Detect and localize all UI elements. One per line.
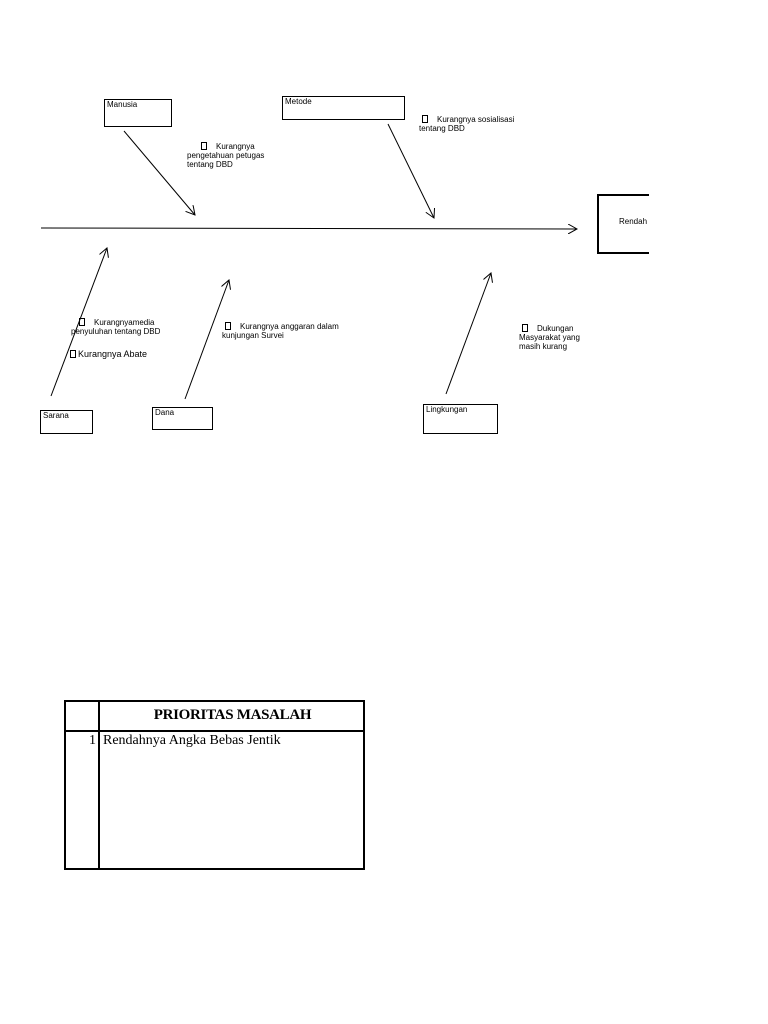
fishbone-diagram <box>40 123 768 400</box>
priority-table: PRIORITAS MASALAH 1 Rendahnya Angka Beba… <box>64 700 365 870</box>
table-title: PRIORITAS MASALAH <box>153 707 312 723</box>
bullet-icon <box>79 318 85 326</box>
cause-sarana-line-1: Kurangnyamedia <box>94 318 155 327</box>
cause-sarana-extra-text: Kurangnya Abate <box>78 349 148 359</box>
category-box-lingkungan: Lingkungan <box>423 404 498 434</box>
category-label-lingkungan: Lingkungan <box>426 405 468 414</box>
category-box-manusia: Manusia <box>104 99 172 127</box>
table-number-column <box>66 702 100 868</box>
cause-dana-line-1: Kurangnya anggaran dalam <box>240 322 339 331</box>
table-header-row <box>66 702 363 732</box>
cause-dana: Kurangnya anggaran dalam kunjungan Surve… <box>222 322 339 340</box>
bullet-icon <box>422 115 428 123</box>
branch-metode <box>387 123 434 218</box>
bullet-icon <box>522 324 528 332</box>
branch-dana <box>184 280 229 400</box>
cause-manusia-line-2: pengetahuan petugas <box>187 151 265 161</box>
cause-sarana: Kurangnyamedia penyuluhan tentang DBD <box>71 318 160 336</box>
cause-metode-line-2: tentang DBD <box>419 124 465 134</box>
category-label-metode: Metode <box>285 97 312 106</box>
spine-line <box>40 228 577 229</box>
bullet-icon <box>201 142 207 150</box>
cause-lingkungan: Dukungan Masyarakat yang masih kurang <box>519 324 580 352</box>
category-label-manusia: Manusia <box>107 100 138 109</box>
cause-lingkungan-line-2: Masyarakat yang <box>519 333 580 343</box>
cause-manusia: Kurangnya pengetahuan petugas tentang DB… <box>187 142 264 170</box>
cause-metode: Kurangnya sosialisasi tentang DBD <box>419 115 514 133</box>
branch-manusia <box>123 130 195 215</box>
cause-metode-line-1: Kurangnya sosialisasi <box>437 115 515 124</box>
effect-label: Rendah <box>619 217 648 226</box>
cause-lingkungan-line-1: Dukungan <box>537 324 574 333</box>
category-label-sarana: Sarana <box>43 411 69 420</box>
table-row-text: Rendahnya Angka Bebas Jentik <box>103 733 281 748</box>
table-row-number: 1 <box>89 733 96 748</box>
branch-lingkungan <box>445 273 491 395</box>
category-box-dana: Dana <box>152 407 213 430</box>
effect-box: Rendah <box>597 194 649 254</box>
category-label-dana: Dana <box>155 408 175 417</box>
bullet-icon <box>225 322 231 330</box>
category-box-metode: Metode <box>282 96 405 120</box>
cause-dana-line-2: kunjungan Survei <box>222 331 284 341</box>
cause-manusia-line-1: Kurangnya <box>216 142 255 151</box>
cause-lingkungan-line-3: masih kurang <box>519 342 568 352</box>
category-box-sarana: Sarana <box>40 410 93 434</box>
cause-sarana-line-2: penyuluhan tentang DBD <box>71 327 161 337</box>
bullet-icon <box>70 350 76 358</box>
cause-sarana-extra: Kurangnya Abate <box>70 349 147 359</box>
cause-manusia-line-3: tentang DBD <box>187 160 233 170</box>
